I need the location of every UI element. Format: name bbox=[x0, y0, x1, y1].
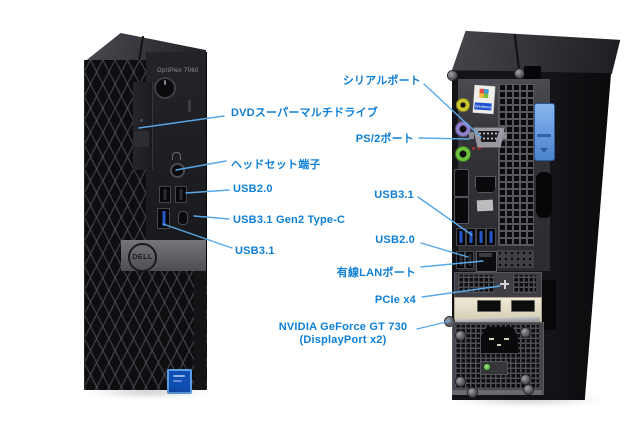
power-button-icon bbox=[164, 80, 166, 85]
front-usb20-port-1 bbox=[159, 186, 171, 203]
gpu-displayport-1 bbox=[477, 300, 501, 312]
dell-logo: DELL bbox=[128, 243, 157, 272]
label-usb20-front: USB2.0 bbox=[233, 183, 273, 195]
rear-usb31-port-4 bbox=[486, 228, 496, 246]
label-dvd-drive: DVDスーパーマルチドライブ bbox=[231, 107, 378, 119]
torx-screw bbox=[448, 71, 457, 80]
chassis-release-latch bbox=[534, 103, 555, 161]
handle-recess bbox=[536, 172, 552, 218]
model-name-text: OptiPlex 7060 bbox=[157, 68, 199, 74]
label-usb20-rear: USB2.0 bbox=[375, 234, 415, 246]
power-inlet-pin bbox=[489, 338, 494, 340]
lan-port-shield bbox=[479, 253, 492, 257]
rear-bottom-lip bbox=[452, 390, 542, 395]
rear-dot-vent bbox=[497, 250, 534, 268]
dvd-eject-button bbox=[134, 131, 149, 147]
power-inlet-pin bbox=[504, 338, 509, 340]
latch-arrow-icon bbox=[540, 148, 548, 153]
rear-vent-grille bbox=[498, 84, 534, 246]
windows-sticker-text: Windows bbox=[474, 103, 492, 110]
windows-sticker: Windows bbox=[473, 85, 495, 114]
label-headset-jack: ヘッドセット端子 bbox=[231, 159, 321, 171]
gpu-displayport-2 bbox=[511, 300, 535, 312]
rear-usb31-port-1 bbox=[456, 228, 466, 246]
diagnostic-led bbox=[472, 147, 475, 150]
rear-usb20-port-1 bbox=[456, 251, 465, 269]
label-ps2-port: PS/2ポート bbox=[355, 133, 414, 145]
intel-sticker-mark bbox=[173, 375, 185, 377]
torx-screw bbox=[515, 69, 524, 78]
diagnostic-led bbox=[478, 147, 481, 150]
power-button bbox=[154, 77, 176, 99]
dell-logo-text: DELL bbox=[132, 254, 153, 261]
label-serial-port: シリアルポート bbox=[342, 75, 421, 87]
hdd-activity-led bbox=[188, 100, 191, 112]
rear-lan-port bbox=[476, 251, 497, 272]
front-tower-shadow bbox=[86, 386, 212, 398]
torx-screw bbox=[456, 377, 465, 386]
regulatory-label bbox=[476, 199, 494, 212]
label-gpu-line1: NVIDIA GeForce GT 730 bbox=[278, 321, 408, 333]
rear-usb31-port-3 bbox=[476, 228, 486, 246]
power-inlet-pin bbox=[497, 344, 501, 346]
rear-displayport-2 bbox=[454, 197, 469, 224]
intel-sticker-mark2 bbox=[173, 380, 182, 382]
windows-sticker-bar: Windows bbox=[474, 102, 492, 111]
label-pcie-x4: PCIe x4 bbox=[374, 294, 416, 306]
label-usb31-rear: USB3.1 bbox=[374, 189, 414, 201]
intel-core-sticker bbox=[167, 369, 192, 394]
headset-icon bbox=[172, 152, 181, 160]
rear-lineout-jack bbox=[456, 98, 470, 112]
torx-screw bbox=[524, 385, 533, 394]
rear-tower-shadow bbox=[448, 394, 608, 406]
latch-groove bbox=[537, 134, 551, 137]
serial-port-nut bbox=[469, 132, 474, 139]
torx-screw bbox=[468, 388, 477, 397]
rear-hdmi-port bbox=[475, 176, 496, 193]
power-inlet-c14 bbox=[481, 327, 518, 353]
front-usb20-port-2 bbox=[175, 186, 187, 203]
label-gpu: NVIDIA GeForce GT 730 (DisplayPort x2) bbox=[263, 321, 423, 346]
front-right-edge bbox=[194, 271, 206, 390]
rear-displayport-1 bbox=[454, 169, 469, 197]
label-gpu-line2: (DisplayPort x2) bbox=[299, 333, 387, 346]
pcie-thumbscrew-plus bbox=[503, 279, 506, 289]
torx-screw bbox=[521, 328, 530, 337]
rear-ps2-mouse-port bbox=[455, 146, 471, 162]
psu-status-led bbox=[484, 364, 490, 370]
rear-usb20-port-2 bbox=[465, 251, 474, 269]
label-usb31-typec: USB3.1 Gen2 Type-C bbox=[233, 214, 346, 226]
padlock-slot bbox=[524, 66, 541, 79]
windows-logo-icon bbox=[479, 88, 489, 99]
serial-port-nut bbox=[502, 132, 507, 139]
label-lan-port: 有線LANポート bbox=[336, 267, 416, 279]
serial-port-pins bbox=[478, 131, 499, 142]
torx-screw bbox=[521, 375, 530, 384]
label-usb31-front: USB3.1 bbox=[235, 245, 275, 257]
rear-usb31-port-2 bbox=[466, 228, 476, 246]
torx-screw bbox=[456, 331, 465, 340]
